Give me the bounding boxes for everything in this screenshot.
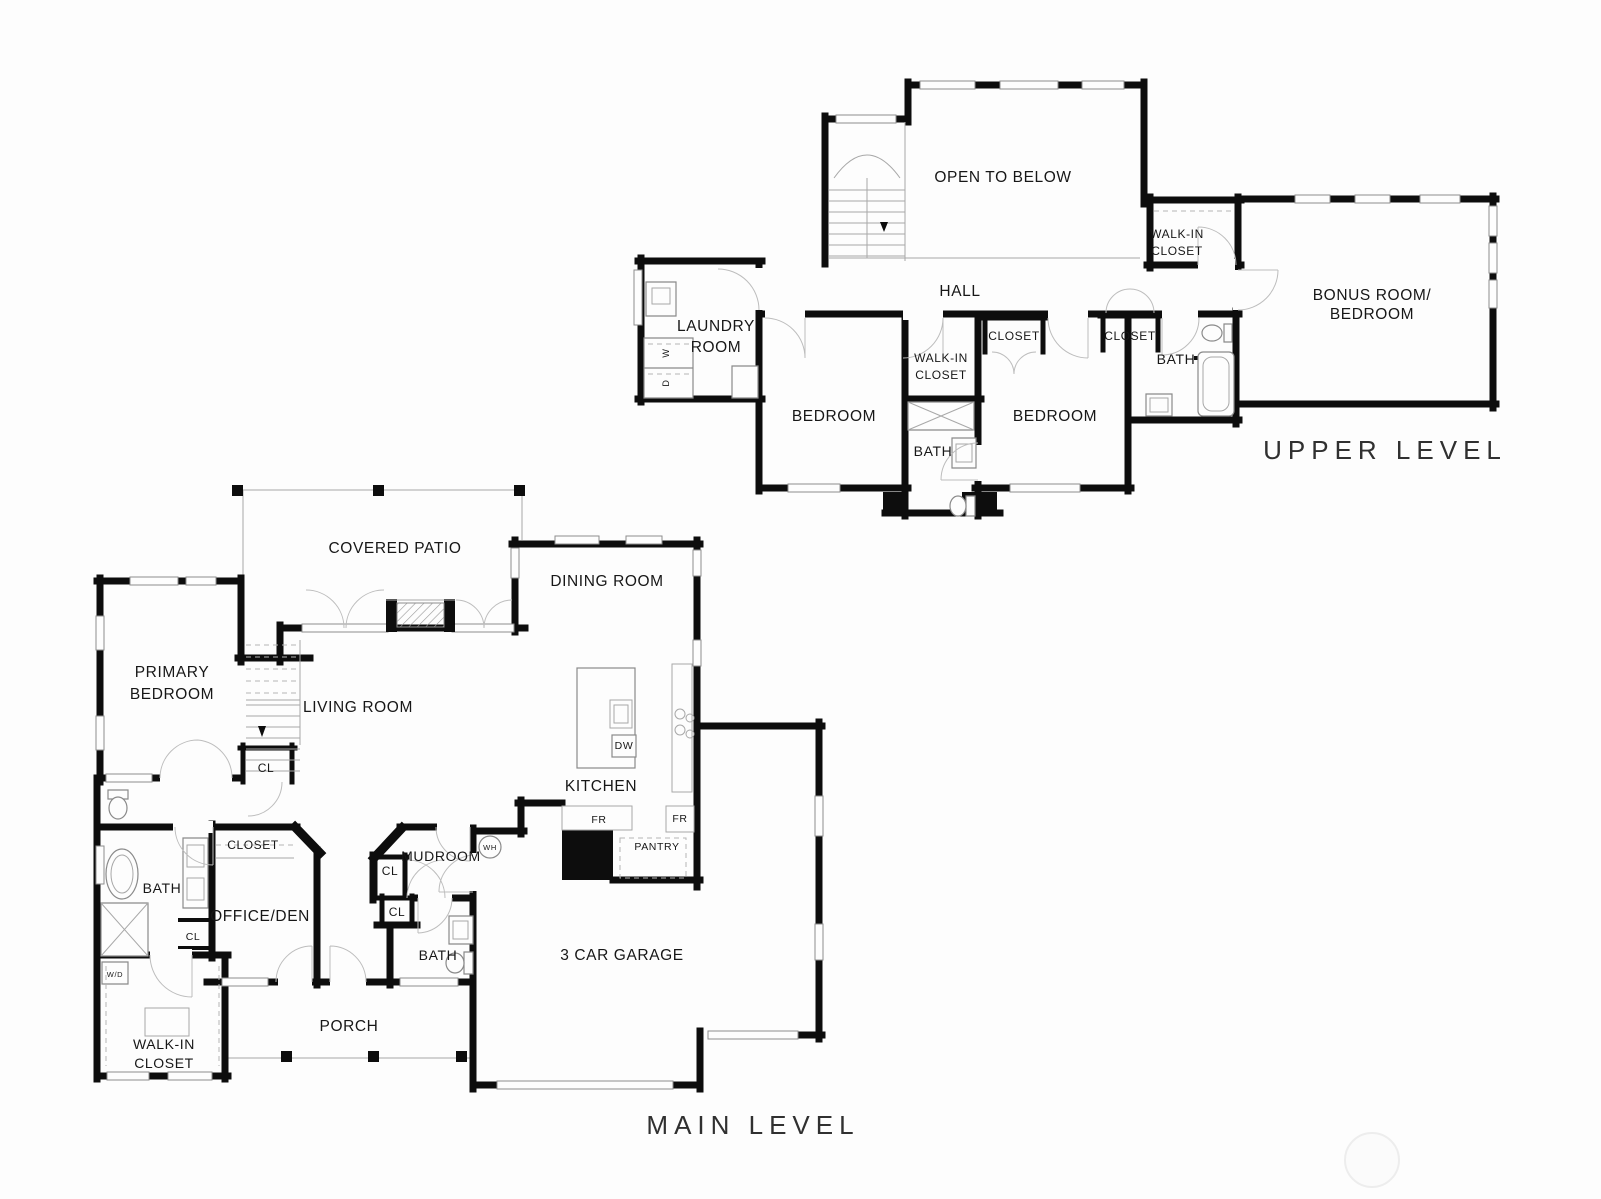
room-label-upper-wic-mid-line1: WALK-IN xyxy=(914,351,968,365)
room-label-bath-mud: BATH xyxy=(419,947,458,963)
kitchen-fixtures xyxy=(478,663,695,879)
stairs-down-arrow xyxy=(880,222,888,232)
main-level-plan: COVERED PATIO DINING ROOM PRIMARY BEDROO… xyxy=(93,485,859,1140)
label-dishwasher: DW xyxy=(615,740,634,752)
upper-level-title: UPPER LEVEL xyxy=(1263,435,1507,465)
main-stairs xyxy=(246,640,301,772)
label-water-heater: WH xyxy=(483,843,497,852)
upper-door-swings xyxy=(717,226,1279,481)
room-label-upper-wic-mid-line2: CLOSET xyxy=(915,368,967,382)
room-label-bath-right: BATH xyxy=(1157,351,1196,367)
cl-mud-boxes xyxy=(370,852,417,929)
upper-stairs xyxy=(829,122,1140,261)
watermark-circle xyxy=(1344,1132,1400,1188)
cl-stairs-box xyxy=(237,742,298,785)
main-door-swings xyxy=(149,589,513,998)
bath-fixtures xyxy=(100,789,474,1066)
room-label-dining-room: DINING ROOM xyxy=(550,573,663,590)
room-label-office-den: OFFICE/DEN xyxy=(210,908,310,925)
upper-closet-left-box xyxy=(979,312,1049,355)
room-label-bath-mid: BATH xyxy=(914,443,953,459)
room-label-bonus-line2: BEDROOM xyxy=(1330,306,1414,323)
room-label-bedroom-right: BEDROOM xyxy=(1013,408,1097,425)
label-cl-mud-1: CL xyxy=(382,864,399,878)
pantry-shelves xyxy=(619,837,687,879)
upper-fixtures xyxy=(643,210,1235,517)
dishwasher-box xyxy=(611,734,637,758)
label-cl-stairs: CL xyxy=(258,761,275,775)
wic-bench xyxy=(144,1007,190,1037)
room-label-bonus-line1: BONUS ROOM/ xyxy=(1313,287,1432,304)
upper-closet-right-box xyxy=(1097,310,1164,353)
kitchen-counter xyxy=(671,663,693,793)
label-washer-dryer: W/D xyxy=(107,970,123,979)
room-label-primary-line1: PRIMARY xyxy=(135,664,210,681)
cl-bath-nook xyxy=(178,918,212,950)
main-diagonal-walls xyxy=(288,820,409,865)
room-label-bath-primary: BATH xyxy=(143,880,182,896)
room-label-open-to-below: OPEN TO BELOW xyxy=(934,169,1071,186)
stairs-down-arrow-main xyxy=(258,726,266,737)
main-level-title: MAIN LEVEL xyxy=(646,1110,859,1140)
room-label-upper-wic-hall-line2: CLOSET xyxy=(1151,244,1203,258)
label-fridge-left: FR xyxy=(591,814,606,826)
room-label-living-room: LIVING ROOM xyxy=(303,699,413,716)
label-fridge-right: FR xyxy=(672,813,687,825)
main-walls xyxy=(93,536,826,1093)
room-label-wic-line1: WALK-IN xyxy=(133,1036,195,1052)
patio-posts xyxy=(232,485,525,496)
room-label-bedroom-left: BEDROOM xyxy=(792,408,876,425)
room-label-mudroom: MUDROOM xyxy=(401,848,481,864)
label-cl-bath: CL xyxy=(186,931,201,943)
label-dryer: D xyxy=(661,379,671,386)
label-pantry: PANTRY xyxy=(634,841,679,853)
room-label-covered-patio: COVERED PATIO xyxy=(329,540,462,557)
fridge-right-box xyxy=(665,805,695,833)
kitchen-wall-mass xyxy=(386,599,613,880)
room-label-porch: PORCH xyxy=(320,1018,379,1035)
room-label-upper-wic-hall-line1: WALK-IN xyxy=(1150,227,1204,241)
room-label-primary-line2: BEDROOM xyxy=(130,686,214,703)
room-label-kitchen: KITCHEN xyxy=(565,778,637,795)
room-label-wic-line2: CLOSET xyxy=(134,1055,194,1071)
fireplace xyxy=(386,599,455,628)
label-cl-mud-2: CL xyxy=(389,905,406,919)
room-label-hall: HALL xyxy=(939,283,980,300)
room-label-closet-left: CLOSET xyxy=(988,329,1040,343)
room-label-garage: 3 CAR GARAGE xyxy=(560,947,683,964)
label-washer: W xyxy=(661,348,671,357)
patio-outline xyxy=(242,489,523,628)
main-windows xyxy=(95,535,824,1090)
porch-posts xyxy=(281,1051,467,1062)
label-closet-office: CLOSET xyxy=(227,838,279,852)
room-label-laundry-line1: LAUNDRY xyxy=(677,318,755,335)
water-heater-circle xyxy=(478,835,502,859)
fridge-left-box xyxy=(561,805,633,831)
room-label-closet-right: CLOSET xyxy=(1104,329,1156,343)
upper-level-plan: OPEN TO BELOW WALK-IN CLOSET HALL LAUNDR… xyxy=(633,78,1507,520)
upper-windows xyxy=(633,80,1498,493)
room-label-laundry-line2: ROOM xyxy=(691,339,742,356)
upper-door-gaps xyxy=(753,259,1245,481)
